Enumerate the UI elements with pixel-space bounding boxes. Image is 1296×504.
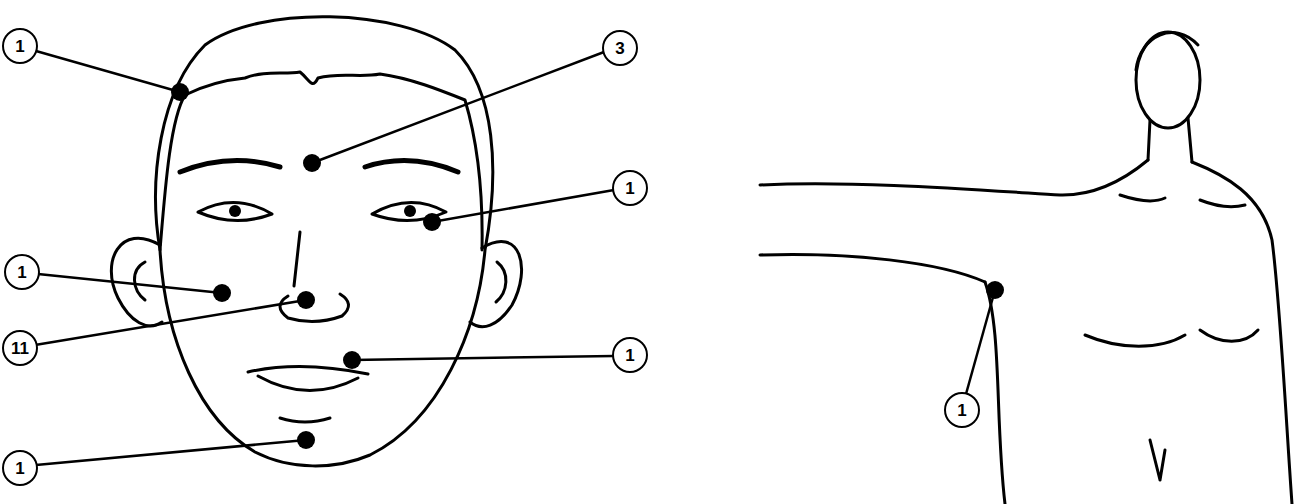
left-ear-inner	[134, 262, 145, 300]
leader-line	[312, 52, 604, 163]
figure-chest	[1085, 330, 1258, 346]
callout-number: 1	[612, 337, 648, 373]
leader-line	[36, 440, 306, 465]
chin-line	[280, 418, 330, 422]
figure-neck	[1148, 118, 1192, 162]
callout-number: 1	[612, 170, 648, 206]
leader-line	[432, 190, 614, 222]
callout-number: 1	[2, 28, 38, 64]
callout-number: 1	[4, 254, 40, 290]
leader-line	[35, 300, 306, 345]
hairline	[160, 72, 482, 250]
leader-line	[352, 356, 614, 360]
callout-number: 3	[602, 30, 638, 66]
right-ear-inner	[496, 262, 506, 302]
callout-number: 11	[2, 330, 38, 366]
callout-number: 1	[2, 450, 38, 486]
callout-number: 1	[944, 392, 980, 428]
mouth	[258, 376, 358, 391]
pupil	[229, 205, 241, 217]
figure-head	[1136, 32, 1200, 128]
figure-collarbone	[1120, 195, 1245, 207]
leader-line	[36, 51, 180, 92]
nose	[294, 232, 300, 286]
eyebrow	[180, 161, 280, 172]
figure-arm	[760, 160, 1148, 195]
eye	[198, 202, 272, 220]
leader-line	[966, 290, 995, 394]
pupil	[404, 205, 416, 217]
figure-navel	[1150, 440, 1165, 480]
leader-line	[38, 274, 222, 293]
eyebrow	[365, 161, 458, 172]
right-ear	[470, 242, 522, 327]
figure-hair	[1136, 33, 1198, 70]
figure-arm	[760, 254, 985, 282]
head-outline	[156, 17, 493, 466]
